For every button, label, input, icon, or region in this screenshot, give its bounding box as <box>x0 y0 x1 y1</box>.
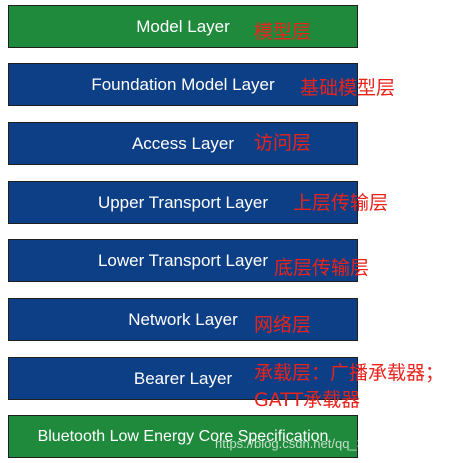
layer-bearer: Bearer Layer <box>8 357 358 400</box>
layer-access: Access Layer <box>8 122 358 165</box>
layer-network: Network Layer <box>8 298 358 341</box>
layer-ble-core-specification: Bluetooth Low Energy Core Specification <box>8 415 358 458</box>
layer-label: Foundation Model Layer <box>91 74 275 94</box>
layer-note-foundation-model: 基础模型层 <box>300 77 396 99</box>
layer-label: Access Layer <box>131 133 235 153</box>
layer-note-access: 访问层 <box>254 132 312 154</box>
layer-note-bearer-line2: GATT承载器 <box>254 389 361 411</box>
layer-label: Bearer Layer <box>133 368 233 388</box>
layer-model: Model Layer <box>8 5 358 48</box>
layer-lower-transport: Lower Transport Layer <box>8 239 358 282</box>
layer-label: Lower Transport Layer <box>97 250 269 270</box>
layer-foundation-model: Foundation Model Layer <box>8 63 358 106</box>
layer-note-network: 网络层 <box>254 314 312 336</box>
watermark-text: https://blog.csdn.net/qq_38531460 <box>215 436 415 451</box>
layer-upper-transport: Upper Transport Layer <box>8 181 358 224</box>
layer-label: Upper Transport Layer <box>97 192 269 212</box>
layer-label: Network Layer <box>128 309 238 329</box>
layer-note-lower-transport: 底层传输层 <box>274 257 370 279</box>
layer-note-model: 模型层 <box>254 21 312 43</box>
layer-label: Model Layer <box>136 16 230 36</box>
layer-note-bearer-line1: 承载层：广播承载器； <box>254 362 445 384</box>
layer-note-upper-transport: 上层传输层 <box>293 192 389 214</box>
layer-label: Bluetooth Low Energy Core Specification <box>37 427 329 445</box>
